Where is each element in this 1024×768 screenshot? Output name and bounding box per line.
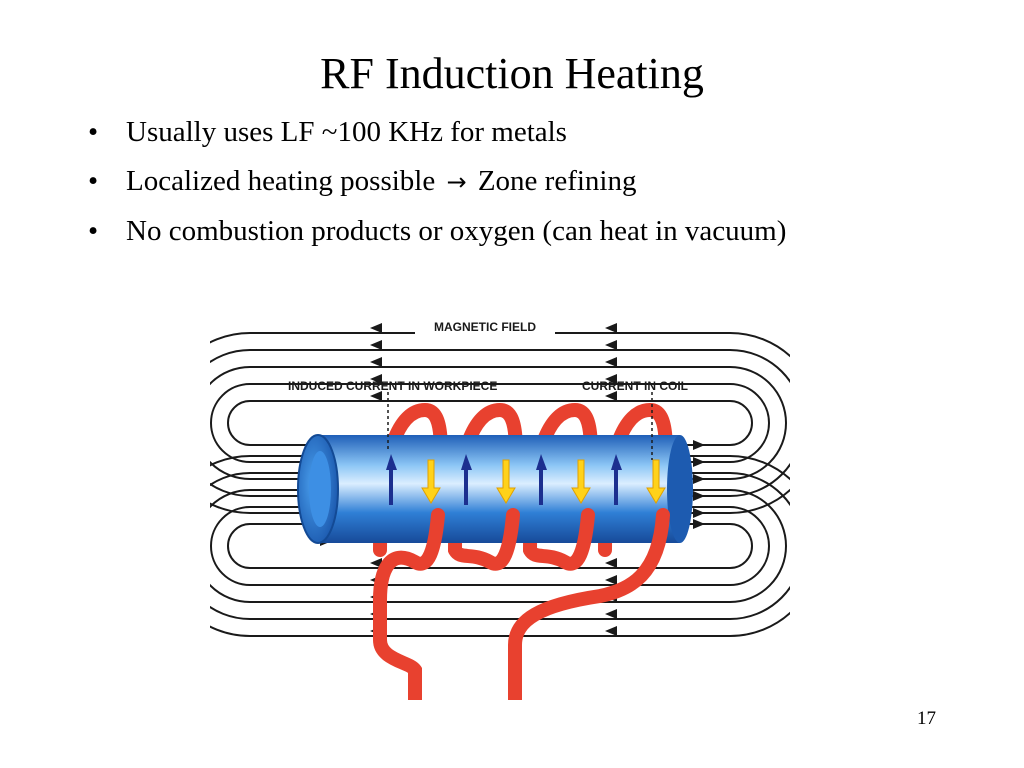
field-arrow-icon [370, 391, 382, 401]
field-arrow-icon [605, 357, 617, 367]
field-arrow-icon [693, 440, 705, 450]
field-arrow-icon [605, 323, 617, 333]
coil-current-arrow-icon [496, 459, 516, 504]
field-arrow-icon [605, 626, 617, 636]
induced-current-arrow-icon [611, 454, 622, 505]
field-line [210, 506, 770, 586]
field-arrow-icon [370, 323, 382, 333]
bullet-marker: • [88, 116, 99, 148]
field-line [210, 489, 787, 603]
bullet-text: Localized heating possible [126, 165, 443, 197]
coil-front-segment [373, 508, 445, 700]
field-arrow-icon [605, 609, 617, 619]
coil-front-segment [523, 508, 595, 571]
field-arrow-icon [693, 508, 705, 518]
workpiece-end-right [667, 435, 693, 543]
coil-current-label: CURRENT IN COIL [582, 379, 688, 393]
induced-current-label: INDUCED CURRENT IN WORKPIECE [288, 379, 497, 393]
workpiece-end-inner [309, 451, 331, 527]
bullet-item: • No combustion products or oxygen (can … [88, 211, 988, 251]
bullet-marker: • [88, 165, 99, 197]
bullet-marker: • [88, 215, 99, 247]
field-line [210, 349, 790, 497]
page-number: 17 [917, 708, 936, 729]
coil-current-arrow-icon [646, 459, 666, 504]
field-line [210, 366, 787, 480]
bullet-text-continued: Zone refining [470, 165, 637, 197]
coil-front-segment [448, 508, 520, 571]
coil-current-arrow-icon [421, 459, 441, 504]
right-arrow-icon: → [446, 168, 467, 196]
slide-title: RF Induction Heating [320, 49, 704, 98]
coil-front-segments [373, 508, 670, 700]
coil-current-arrows [421, 459, 666, 504]
bullet-text: Usually uses LF ~100 KHz for metals [126, 116, 567, 148]
field-arrow-icon [370, 357, 382, 367]
field-arrow-icon [605, 558, 617, 568]
coil-front-segment [508, 508, 670, 700]
bullet-text: No combustion products or oxygen (can he… [126, 215, 787, 247]
field-arrow-icon [370, 374, 382, 384]
induced-current-arrow-icon [461, 454, 472, 505]
field-line [210, 383, 770, 463]
field-arrow-icon [693, 491, 705, 501]
induction-heating-diagram: MAGNETIC FIELD INDUCED CURRENT IN WORKPI… [210, 318, 790, 700]
workpiece [297, 434, 693, 544]
field-arrow-icon [693, 474, 705, 484]
field-arrow-icon [370, 558, 382, 568]
induced-current-arrows [386, 454, 622, 505]
bullet-item: • Usually uses LF ~100 KHz for metals [88, 112, 988, 152]
induced-current-arrow-icon [536, 454, 547, 505]
induced-current-arrow-icon [386, 454, 397, 505]
magnetic-field-label-bg [415, 318, 555, 334]
field-arrow-icon [605, 391, 617, 401]
field-line [210, 455, 790, 637]
field-arrow-icon [693, 519, 705, 529]
field-arrow-icon [693, 457, 705, 467]
field-arrow-icon [605, 340, 617, 350]
bullet-list: • Usually uses LF ~100 KHz for metals • … [88, 112, 988, 260]
field-arrow-icon [605, 374, 617, 384]
field-line [210, 472, 790, 620]
coil-current-arrow-icon [571, 459, 591, 504]
label-leaders [387, 392, 653, 460]
field-line [227, 400, 753, 446]
bullet-item: • Localized heating possible → Zone refi… [88, 161, 988, 202]
field-arrow-icon [605, 575, 617, 585]
magnetic-field-label: MAGNETIC FIELD [434, 320, 536, 334]
field-arrow-icon [370, 340, 382, 350]
